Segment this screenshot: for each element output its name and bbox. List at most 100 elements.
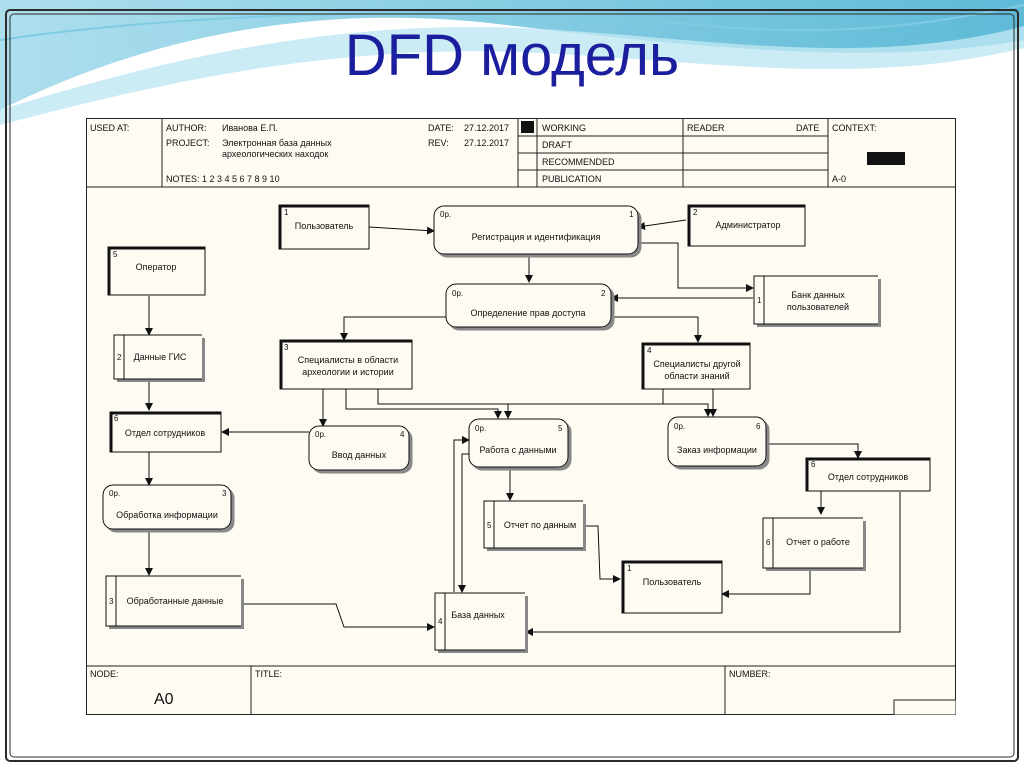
proc-order-num: 6	[756, 422, 761, 431]
node-value: A0	[154, 691, 174, 708]
store-users-bank-num: 1	[757, 296, 762, 305]
ext-dept-left: 6 Отдел сотрудников	[109, 411, 222, 453]
store-report-data-num: 5	[487, 521, 492, 530]
proc-rights-zero: 0р.	[452, 289, 463, 298]
proc-work-zero: 0р.	[475, 424, 486, 433]
proc-rights-num: 2	[601, 289, 606, 298]
ext-dept-right: 6 Отдел сотрудников	[805, 457, 931, 492]
flow-dept-to-db	[525, 492, 901, 636]
title-label: TITLE:	[255, 669, 282, 679]
dfd-diagram: USED AT: AUTHOR: Иванова Е.П. PROJECT: Э…	[86, 118, 956, 715]
store-processed: 3 Обработанные данные	[105, 575, 241, 627]
proc-input-label: Ввод данных	[332, 450, 387, 460]
slide-title: DFD модель	[344, 23, 680, 88]
flow-order-to-dept	[766, 443, 862, 459]
ext-operator: 5 Оператор	[107, 246, 206, 296]
project-value-1: Электронная база данных	[222, 138, 332, 148]
project-value-2: археологических находок	[222, 149, 328, 159]
flow-user-to-register	[368, 226, 435, 235]
ext-dept-left-label: Отдел сотрудников	[125, 428, 205, 438]
proc-process: 0р. 3 Обработка информации	[102, 484, 232, 530]
node-label: NODE:	[90, 669, 119, 679]
proc-rights-label: Определение прав доступа	[471, 308, 586, 318]
date-value: 27.12.2017	[464, 123, 509, 133]
proc-work-label: Работа с данными	[479, 445, 556, 455]
number-label: NUMBER:	[729, 669, 771, 679]
proc-work-num: 5	[558, 424, 563, 433]
flow-report-work-to-user	[721, 568, 811, 598]
store-gis-label: Данные ГИС	[134, 352, 187, 362]
store-processed-label: Обработанные данные	[127, 596, 224, 606]
ext-specs-arch: 3 Специалисты в области археологии и ист…	[279, 339, 413, 390]
store-db-label: База данных	[451, 610, 505, 620]
proc-process-zero: 0р.	[109, 489, 120, 498]
ext-dept-right-label: Отдел сотрудников	[828, 472, 908, 482]
ext-user-top-label: Пользователь	[295, 221, 354, 231]
proc-order-zero: 0р.	[674, 422, 685, 431]
proc-order: 0р. 6 Заказ информации	[667, 416, 767, 467]
header-block: USED AT: AUTHOR: Иванова Е.П. PROJECT: Э…	[86, 118, 956, 188]
store-report-work: 6 Отчет о работе	[762, 517, 863, 569]
proc-input-zero: 0р.	[315, 430, 326, 439]
rev-value: 27.12.2017	[464, 138, 509, 148]
ext-admin-label: Администратор	[716, 220, 781, 230]
notes: NOTES: 1 2 3 4 5 6 7 8 9 10	[166, 174, 280, 184]
store-users-bank-line1: Банк данных	[791, 290, 845, 300]
status-working: WORKING	[542, 123, 586, 133]
flow-processed-to-db	[241, 603, 435, 631]
flow-specs-other-to-work	[504, 389, 664, 419]
ext-admin: 2 Администратор	[687, 204, 806, 247]
proc-order-label: Заказ информации	[677, 445, 757, 455]
ext-user-bottom-num: 1	[627, 564, 632, 573]
ext-dept-left-num: 6	[114, 414, 119, 423]
flow-specs-arch-to-order	[377, 389, 712, 417]
reader-label: READER	[687, 123, 725, 133]
status-draft: DRAFT	[542, 140, 572, 150]
proc-input: 0р. 4 Ввод данных	[308, 425, 410, 471]
context-box	[867, 152, 905, 165]
store-report-work-label: Отчет о работе	[786, 537, 850, 547]
ext-specs-arch-line1: Специалисты в области	[298, 355, 398, 365]
ext-specs-other: 4 Специалисты другой области знаний	[641, 342, 751, 390]
project-label: PROJECT:	[166, 138, 210, 148]
status-recommended: RECOMMENDED	[542, 157, 615, 167]
flow-rights-to-specs-other	[611, 316, 702, 343]
footer-block: NODE: A0 TITLE: NUMBER:	[86, 665, 956, 715]
data-flows	[145, 219, 901, 636]
proc-input-num: 4	[400, 430, 405, 439]
rev-label: REV:	[428, 138, 449, 148]
status-publication: PUBLICATION	[542, 174, 601, 184]
ext-specs-other-line2: области знаний	[664, 371, 729, 381]
store-gis-num: 2	[117, 353, 122, 362]
store-report-data: 5 Отчет по данным	[483, 500, 583, 549]
proc-process-label: Обработка информации	[116, 510, 218, 520]
ext-specs-arch-num: 3	[284, 343, 289, 352]
proc-register-label: Регистрация и идентификация	[472, 232, 601, 242]
proc-process-num: 3	[222, 489, 227, 498]
store-report-data-label: Отчет по данным	[504, 520, 576, 530]
ext-operator-num: 5	[113, 250, 118, 259]
used-at-label: USED AT:	[90, 123, 129, 133]
ext-user-top: 1 Пользователь	[278, 204, 370, 250]
flow-specs-arch-to-work	[345, 389, 502, 419]
store-gis: 2 Данные ГИС	[113, 334, 202, 380]
author-label: AUTHOR:	[166, 123, 207, 133]
flow-report-data-to-user	[583, 525, 621, 583]
store-report-work-num: 6	[766, 538, 771, 547]
proc-register-zero: 0р.	[440, 210, 451, 219]
context-node: A-0	[832, 174, 846, 184]
ext-operator-label: Оператор	[136, 262, 177, 272]
flow-db-to-work	[453, 436, 470, 592]
ext-user-top-num: 1	[284, 208, 289, 217]
proc-register: 0р. 1 Регистрация и идентификация	[433, 205, 639, 255]
ext-user-bottom: 1 Пользователь	[621, 560, 723, 614]
store-processed-num: 3	[109, 597, 114, 606]
ext-admin-num: 2	[693, 208, 698, 217]
ext-dept-right-num: 6	[811, 460, 816, 469]
store-users-bank: 1 Банк данных пользователей	[753, 275, 878, 325]
proc-work: 0р. 5 Работа с данными	[468, 418, 569, 468]
flow-rights-to-specs-arch	[340, 316, 446, 341]
ext-specs-other-line1: Специалисты другой	[653, 359, 740, 369]
ext-user-bottom-label: Пользователь	[643, 577, 702, 587]
